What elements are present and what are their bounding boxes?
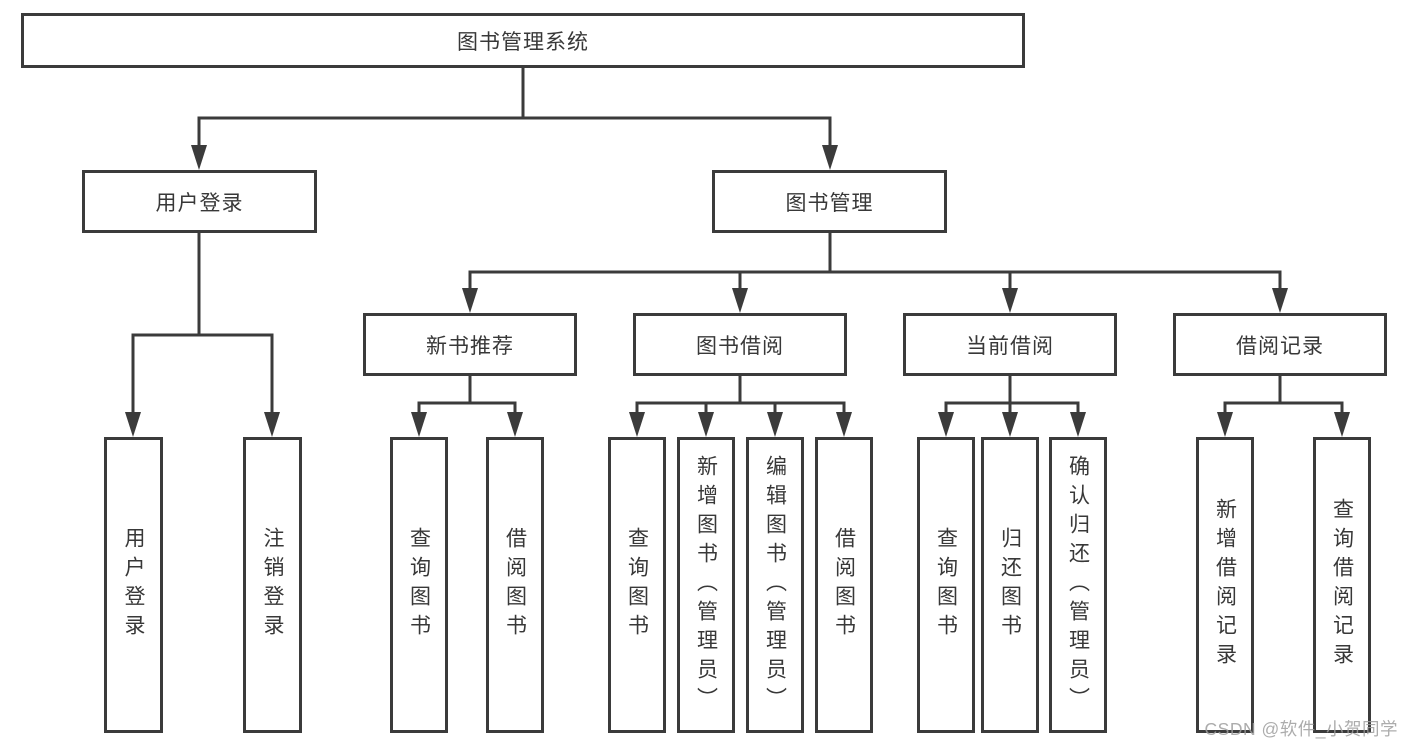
leaf-newbook-borrow: 借阅图书 — [486, 437, 544, 733]
leaf-current-return-label: 归还图书 — [998, 527, 1022, 643]
node-book-borrow: 图书借阅 — [633, 313, 847, 376]
leaf-borrow-query: 查询图书 — [608, 437, 666, 733]
leaf-current-query-label: 查询图书 — [934, 527, 958, 643]
arrowhead — [822, 145, 838, 170]
node-user-login: 用户登录 — [82, 170, 317, 233]
leaf-borrow-add-admin-label: 新增图书（管理员） — [694, 454, 718, 716]
arrowhead — [507, 412, 523, 437]
leaf-record-add: 新增借阅记录 — [1196, 437, 1254, 733]
leaf-record-query-label: 查询借阅记录 — [1330, 498, 1354, 672]
leaf-borrow-query-label: 查询图书 — [625, 527, 649, 643]
leaf-borrow-book: 借阅图书 — [815, 437, 873, 733]
connector-borrow-records — [1223, 374, 1344, 418]
leaf-current-confirm-admin-label: 确认归还（管理员） — [1066, 454, 1090, 716]
leaf-logout-label: 注销登录 — [261, 527, 284, 643]
node-new-book-recommend-label: 新书推荐 — [426, 334, 514, 358]
arrowhead — [698, 412, 714, 437]
arrowhead — [1217, 412, 1233, 437]
arrowhead — [629, 412, 645, 437]
leaf-logout: 注销登录 — [243, 437, 302, 733]
arrowhead — [836, 412, 852, 437]
arrowhead — [264, 412, 280, 437]
leaf-borrow-edit-admin-label: 编辑图书（管理员） — [763, 454, 787, 716]
leaf-current-confirm-admin: 确认归还（管理员） — [1049, 437, 1107, 733]
connector-new-book — [417, 374, 517, 418]
leaf-borrow-book-label: 借阅图书 — [832, 527, 856, 643]
node-current-borrow: 当前借阅 — [903, 313, 1117, 376]
node-book-borrow-label: 图书借阅 — [696, 334, 784, 358]
arrowhead — [1002, 288, 1018, 313]
arrowhead — [125, 412, 141, 437]
node-book-management-label: 图书管理 — [785, 191, 874, 215]
connector-user-login — [131, 231, 274, 418]
connector-current-borrow — [944, 374, 1080, 418]
arrowhead — [1002, 412, 1018, 437]
leaf-user-login: 用户登录 — [104, 437, 163, 733]
arrowhead — [411, 412, 427, 437]
leaf-record-add-label: 新增借阅记录 — [1213, 498, 1237, 672]
connector-book-borrow — [635, 374, 846, 418]
leaf-current-return: 归还图书 — [981, 437, 1039, 733]
node-borrow-records-label: 借阅记录 — [1236, 334, 1324, 358]
leaf-user-login-label: 用户登录 — [122, 527, 145, 643]
connector-root — [197, 66, 832, 152]
leaf-borrow-edit-admin: 编辑图书（管理员） — [746, 437, 804, 733]
arrowhead — [462, 288, 478, 313]
arrowhead — [1070, 412, 1086, 437]
node-root-label: 图书管理系统 — [457, 30, 589, 54]
leaf-newbook-query-label: 查询图书 — [407, 527, 431, 643]
node-current-borrow-label: 当前借阅 — [966, 334, 1054, 358]
connector-book-management — [468, 231, 1282, 295]
node-user-login-label: 用户登录 — [155, 191, 244, 215]
arrowhead — [1334, 412, 1350, 437]
leaf-newbook-borrow-label: 借阅图书 — [503, 527, 527, 643]
leaf-record-query: 查询借阅记录 — [1313, 437, 1371, 733]
leaf-newbook-query: 查询图书 — [390, 437, 448, 733]
arrowhead — [767, 412, 783, 437]
arrowhead — [1272, 288, 1288, 313]
node-book-management: 图书管理 — [712, 170, 947, 233]
arrowhead — [732, 288, 748, 313]
node-borrow-records: 借阅记录 — [1173, 313, 1387, 376]
arrowhead — [191, 145, 207, 170]
leaf-current-query: 查询图书 — [917, 437, 975, 733]
node-root: 图书管理系统 — [21, 13, 1025, 68]
node-new-book-recommend: 新书推荐 — [363, 313, 577, 376]
leaf-borrow-add-admin: 新增图书（管理员） — [677, 437, 735, 733]
arrowhead — [938, 412, 954, 437]
